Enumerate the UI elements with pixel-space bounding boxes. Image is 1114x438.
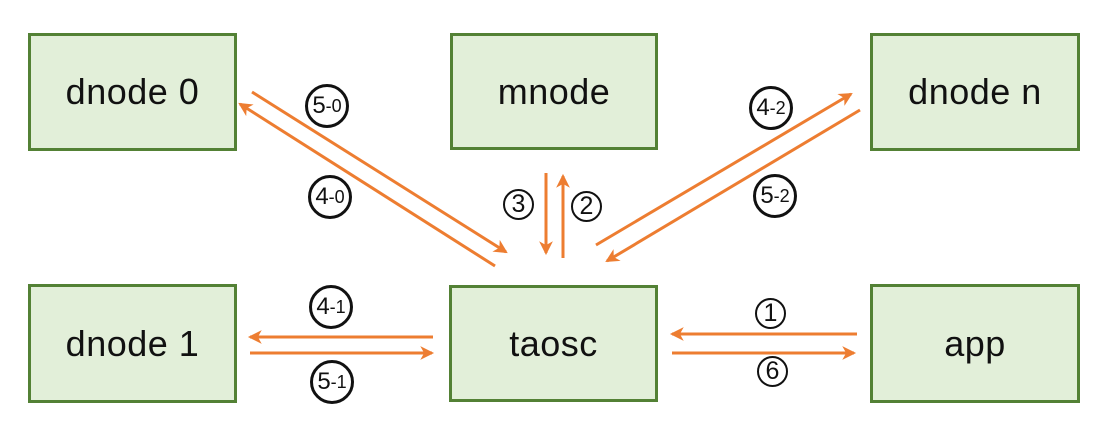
node-app-label: app [944, 322, 1006, 364]
edge-label-4-0-suffix: -0 [328, 187, 345, 207]
edge-label-2: 2 [571, 191, 602, 222]
edge-label-5-0: 5-0 [305, 84, 349, 128]
edge-label-4-1-main: 4 [316, 293, 330, 320]
edge-label-5-2-main: 5 [760, 182, 774, 209]
edge-label-4-1-suffix: -1 [329, 297, 346, 317]
edge-4-0-arrow [238, 102, 496, 268]
node-mnode: mnode [450, 33, 658, 150]
edge-label-5-1-main: 5 [317, 368, 331, 395]
node-dnode1: dnode 1 [28, 284, 237, 403]
edge-label-1-main: 1 [763, 299, 778, 327]
node-dnode1-label: dnode 1 [65, 322, 200, 364]
edge-5-0-arrow [251, 90, 508, 254]
edge-5-2-arrow [605, 108, 861, 263]
edge-label-5-0-suffix: -0 [325, 96, 342, 116]
node-taosc-label: taosc [509, 322, 598, 364]
edge-label-6: 6 [757, 356, 788, 387]
edge-label-2-main: 2 [579, 192, 594, 220]
edge-label-6-main: 6 [765, 357, 780, 385]
node-app: app [870, 284, 1080, 403]
edge-label-4-1: 4-1 [309, 285, 353, 329]
edge-label-3-main: 3 [511, 190, 526, 218]
edge-label-4-0: 4-0 [308, 175, 352, 219]
node-mnode-label: mnode [497, 70, 611, 112]
node-dnoden-label: dnode n [908, 71, 1042, 112]
edge-label-5-0-main: 5 [312, 92, 326, 119]
edge-label-4-0-main: 4 [315, 183, 329, 210]
node-taosc: taosc [449, 285, 658, 402]
edge-4-2-arrow [595, 92, 853, 247]
edge-label-5-1-suffix: -1 [330, 372, 347, 392]
edge-label-5-1: 5-1 [310, 360, 354, 404]
node-dnoden: dnode n [870, 33, 1080, 151]
node-dnode0-label: dnode 0 [65, 71, 200, 112]
edge-label-3: 3 [503, 189, 534, 220]
edge-label-5-2-suffix: -2 [773, 186, 790, 206]
edge-label-4-2-main: 4 [756, 94, 770, 121]
edge-label-4-2-suffix: -2 [769, 98, 786, 118]
edge-label-1: 1 [755, 298, 786, 329]
node-dnode0: dnode 0 [28, 33, 237, 151]
edge-label-4-2: 4-2 [749, 86, 793, 130]
edge-label-5-2: 5-2 [753, 174, 797, 218]
